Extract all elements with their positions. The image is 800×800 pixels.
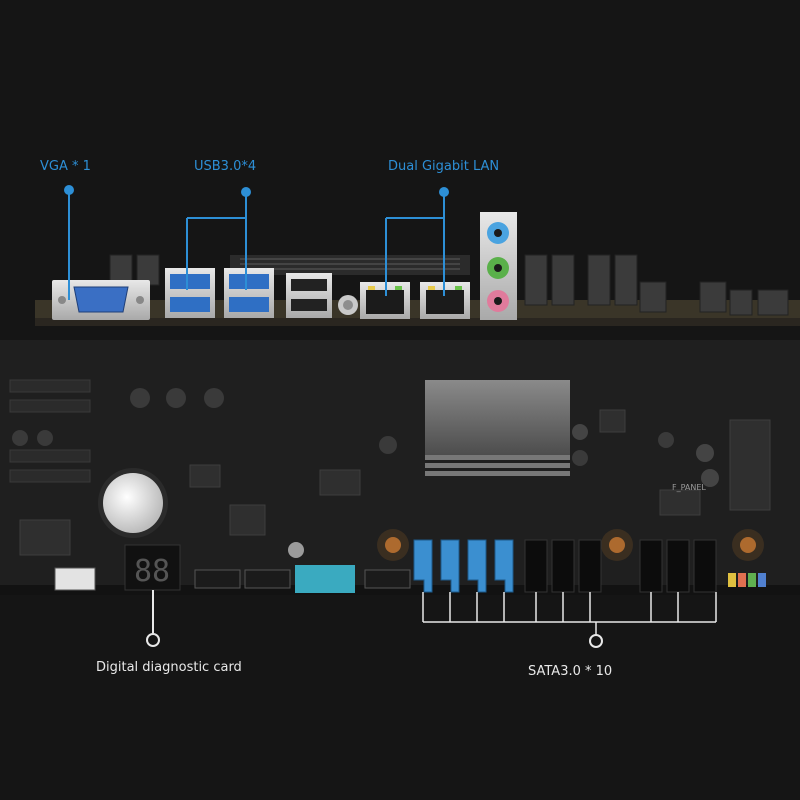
vga-port (52, 280, 150, 320)
callout-vga-label: VGA * 1 (40, 159, 91, 174)
callout-vga-line (64, 185, 74, 300)
fpanel-silkscreen: F_PANEL (672, 483, 706, 492)
io-panel (35, 254, 800, 326)
callout-debug-label: Digital diagnostic card (96, 660, 242, 675)
callout-usb-line (186, 187, 251, 290)
callout-sata-bracket (422, 592, 717, 648)
callout-usb-label: USB3.0*4 (194, 159, 257, 174)
debug-display: 88 (124, 544, 181, 591)
callout-sata-label: SATA3.0 * 10 (528, 664, 613, 679)
usb2-ports (286, 273, 358, 318)
callout-lan-line (385, 187, 449, 296)
cmos-battery (98, 468, 168, 538)
debug-digits: 88 (134, 554, 170, 589)
callout-lan-label: Dual Gigabit LAN (388, 159, 500, 174)
audio-jacks (480, 212, 517, 320)
usb3-ports (165, 268, 274, 318)
sata-ports (413, 539, 717, 593)
callout-debug-line (146, 590, 160, 647)
board-surface (0, 340, 800, 595)
